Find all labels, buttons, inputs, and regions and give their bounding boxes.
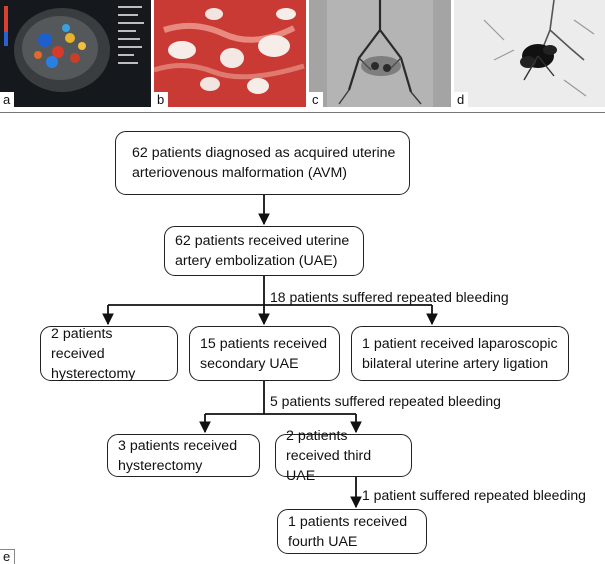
box-third-uae: 2 patients received third UAE <box>275 428 412 484</box>
note-repeated-bleeding-18: 18 patients suffered repeated bleeding <box>270 289 509 305</box>
flowchart-connectors <box>102 195 438 509</box>
panel-b-histology: b <box>154 0 306 107</box>
box-artery-ligation: 1 patient received laparoscopic bilatera… <box>351 326 569 381</box>
panel-d-label: d <box>454 92 469 107</box>
panel-c-angiography: c <box>309 0 451 107</box>
panel-b-label: b <box>154 92 169 107</box>
ultrasound-image <box>0 0 151 107</box>
box-hysterectomy-2: 2 patients received hysterectomy <box>40 326 178 382</box>
box-secondary-uae: 15 patients received secondary UAE <box>189 326 340 381</box>
note-repeated-bleeding-1: 1 patient suffered repeated bleeding <box>362 487 586 503</box>
panel-a-label: a <box>0 92 15 107</box>
panel-d-dsa: d <box>454 0 605 107</box>
panel-c-label: c <box>309 92 323 107</box>
box-avm-diagnosis: 62 patients diagnosed as acquired uterin… <box>115 131 410 195</box>
angiography-image <box>309 0 451 107</box>
histology-image <box>154 0 306 107</box>
dsa-image <box>454 0 605 107</box>
box-fourth-uae: 1 patients received fourth UAE <box>277 509 427 554</box>
note-repeated-bleeding-5: 5 patients suffered repeated bleeding <box>270 393 501 409</box>
panel-e-label: e <box>0 549 16 564</box>
panel-e-flowchart: 62 patients diagnosed as acquired uterin… <box>0 112 605 564</box>
panel-a-ultrasound: a <box>0 0 151 107</box>
box-hysterectomy-3: 3 patients received hysterectomy <box>107 434 260 477</box>
box-initial-uae: 62 patients received uterine artery embo… <box>164 226 364 276</box>
